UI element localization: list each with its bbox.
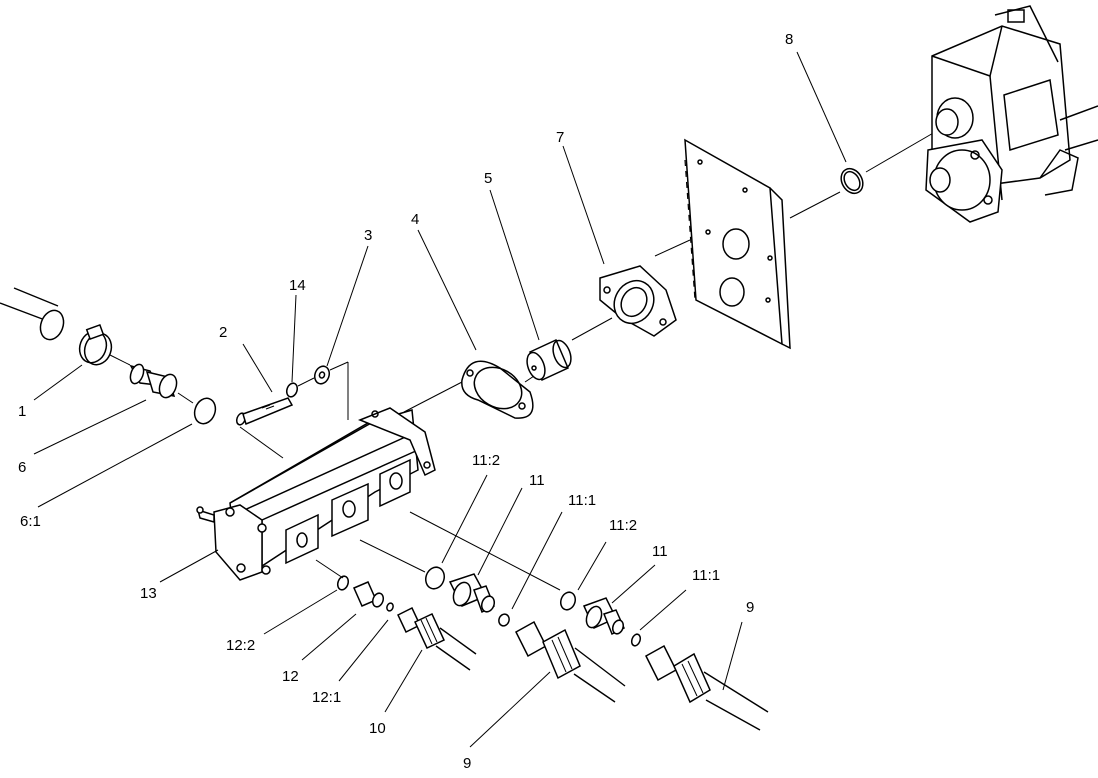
callout-12: 12 [282, 668, 299, 685]
callout-9b: 9 [463, 755, 471, 772]
o-ring-11-1a [498, 613, 510, 627]
callout-9a: 9 [746, 599, 754, 616]
callout-3: 3 [364, 227, 372, 244]
adapter-flange [599, 265, 677, 337]
callout-11-1a: 11:1 [568, 492, 596, 509]
callout-4: 4 [411, 211, 419, 228]
callout-14: 14 [289, 277, 306, 294]
callout-7: 7 [556, 129, 564, 146]
gear-pump-body [196, 407, 436, 581]
mounting-plate [684, 138, 791, 350]
lock-washer [285, 382, 299, 398]
callout-1: 1 [18, 403, 26, 420]
o-ring-11-1b [630, 633, 642, 647]
leader-lines [33, 51, 847, 748]
callout-12-2: 12:2 [226, 637, 255, 654]
o-ring-12-1 [386, 602, 394, 612]
hose-9b [645, 644, 769, 731]
callout-6-1: 6:1 [20, 513, 41, 530]
gasket [461, 360, 534, 419]
callout-6: 6 [18, 459, 26, 476]
hose-barb-fitting [129, 363, 178, 399]
callout-11-2b: 11:2 [609, 517, 637, 534]
flat-washer [313, 365, 331, 385]
callout-5: 5 [484, 170, 492, 187]
fitting-11a [448, 573, 496, 614]
callout-11-1b: 11:1 [692, 567, 720, 584]
callout-12-1: 12:1 [312, 689, 341, 706]
capscrew [235, 397, 294, 426]
hose-10 [397, 606, 477, 671]
fitting-12 [353, 581, 385, 608]
inlet-hose [0, 287, 65, 341]
hose-9a [515, 620, 626, 703]
o-ring-6-1 [193, 397, 217, 425]
callout-11-2a: 11:2 [472, 452, 500, 469]
o-ring-12-2 [336, 575, 350, 591]
callout-13: 13 [140, 585, 157, 602]
callout-11b: 11 [652, 543, 668, 560]
hydrostat-pump [925, 5, 1098, 223]
coupler [526, 338, 572, 382]
fitting-11b [582, 597, 625, 636]
callout-2: 2 [219, 324, 227, 341]
callout-10: 10 [369, 720, 386, 737]
hose-clamp [78, 323, 113, 366]
o-ring-8 [840, 167, 864, 195]
callout-labels: 1 2 3 4 5 6 6:1 7 8 9 9 10 11 11 11:1 11… [18, 31, 793, 772]
callout-8: 8 [785, 31, 793, 48]
callout-11a: 11 [529, 472, 545, 489]
o-ring-11-2b [559, 591, 577, 611]
o-ring-11-2a [424, 566, 446, 590]
